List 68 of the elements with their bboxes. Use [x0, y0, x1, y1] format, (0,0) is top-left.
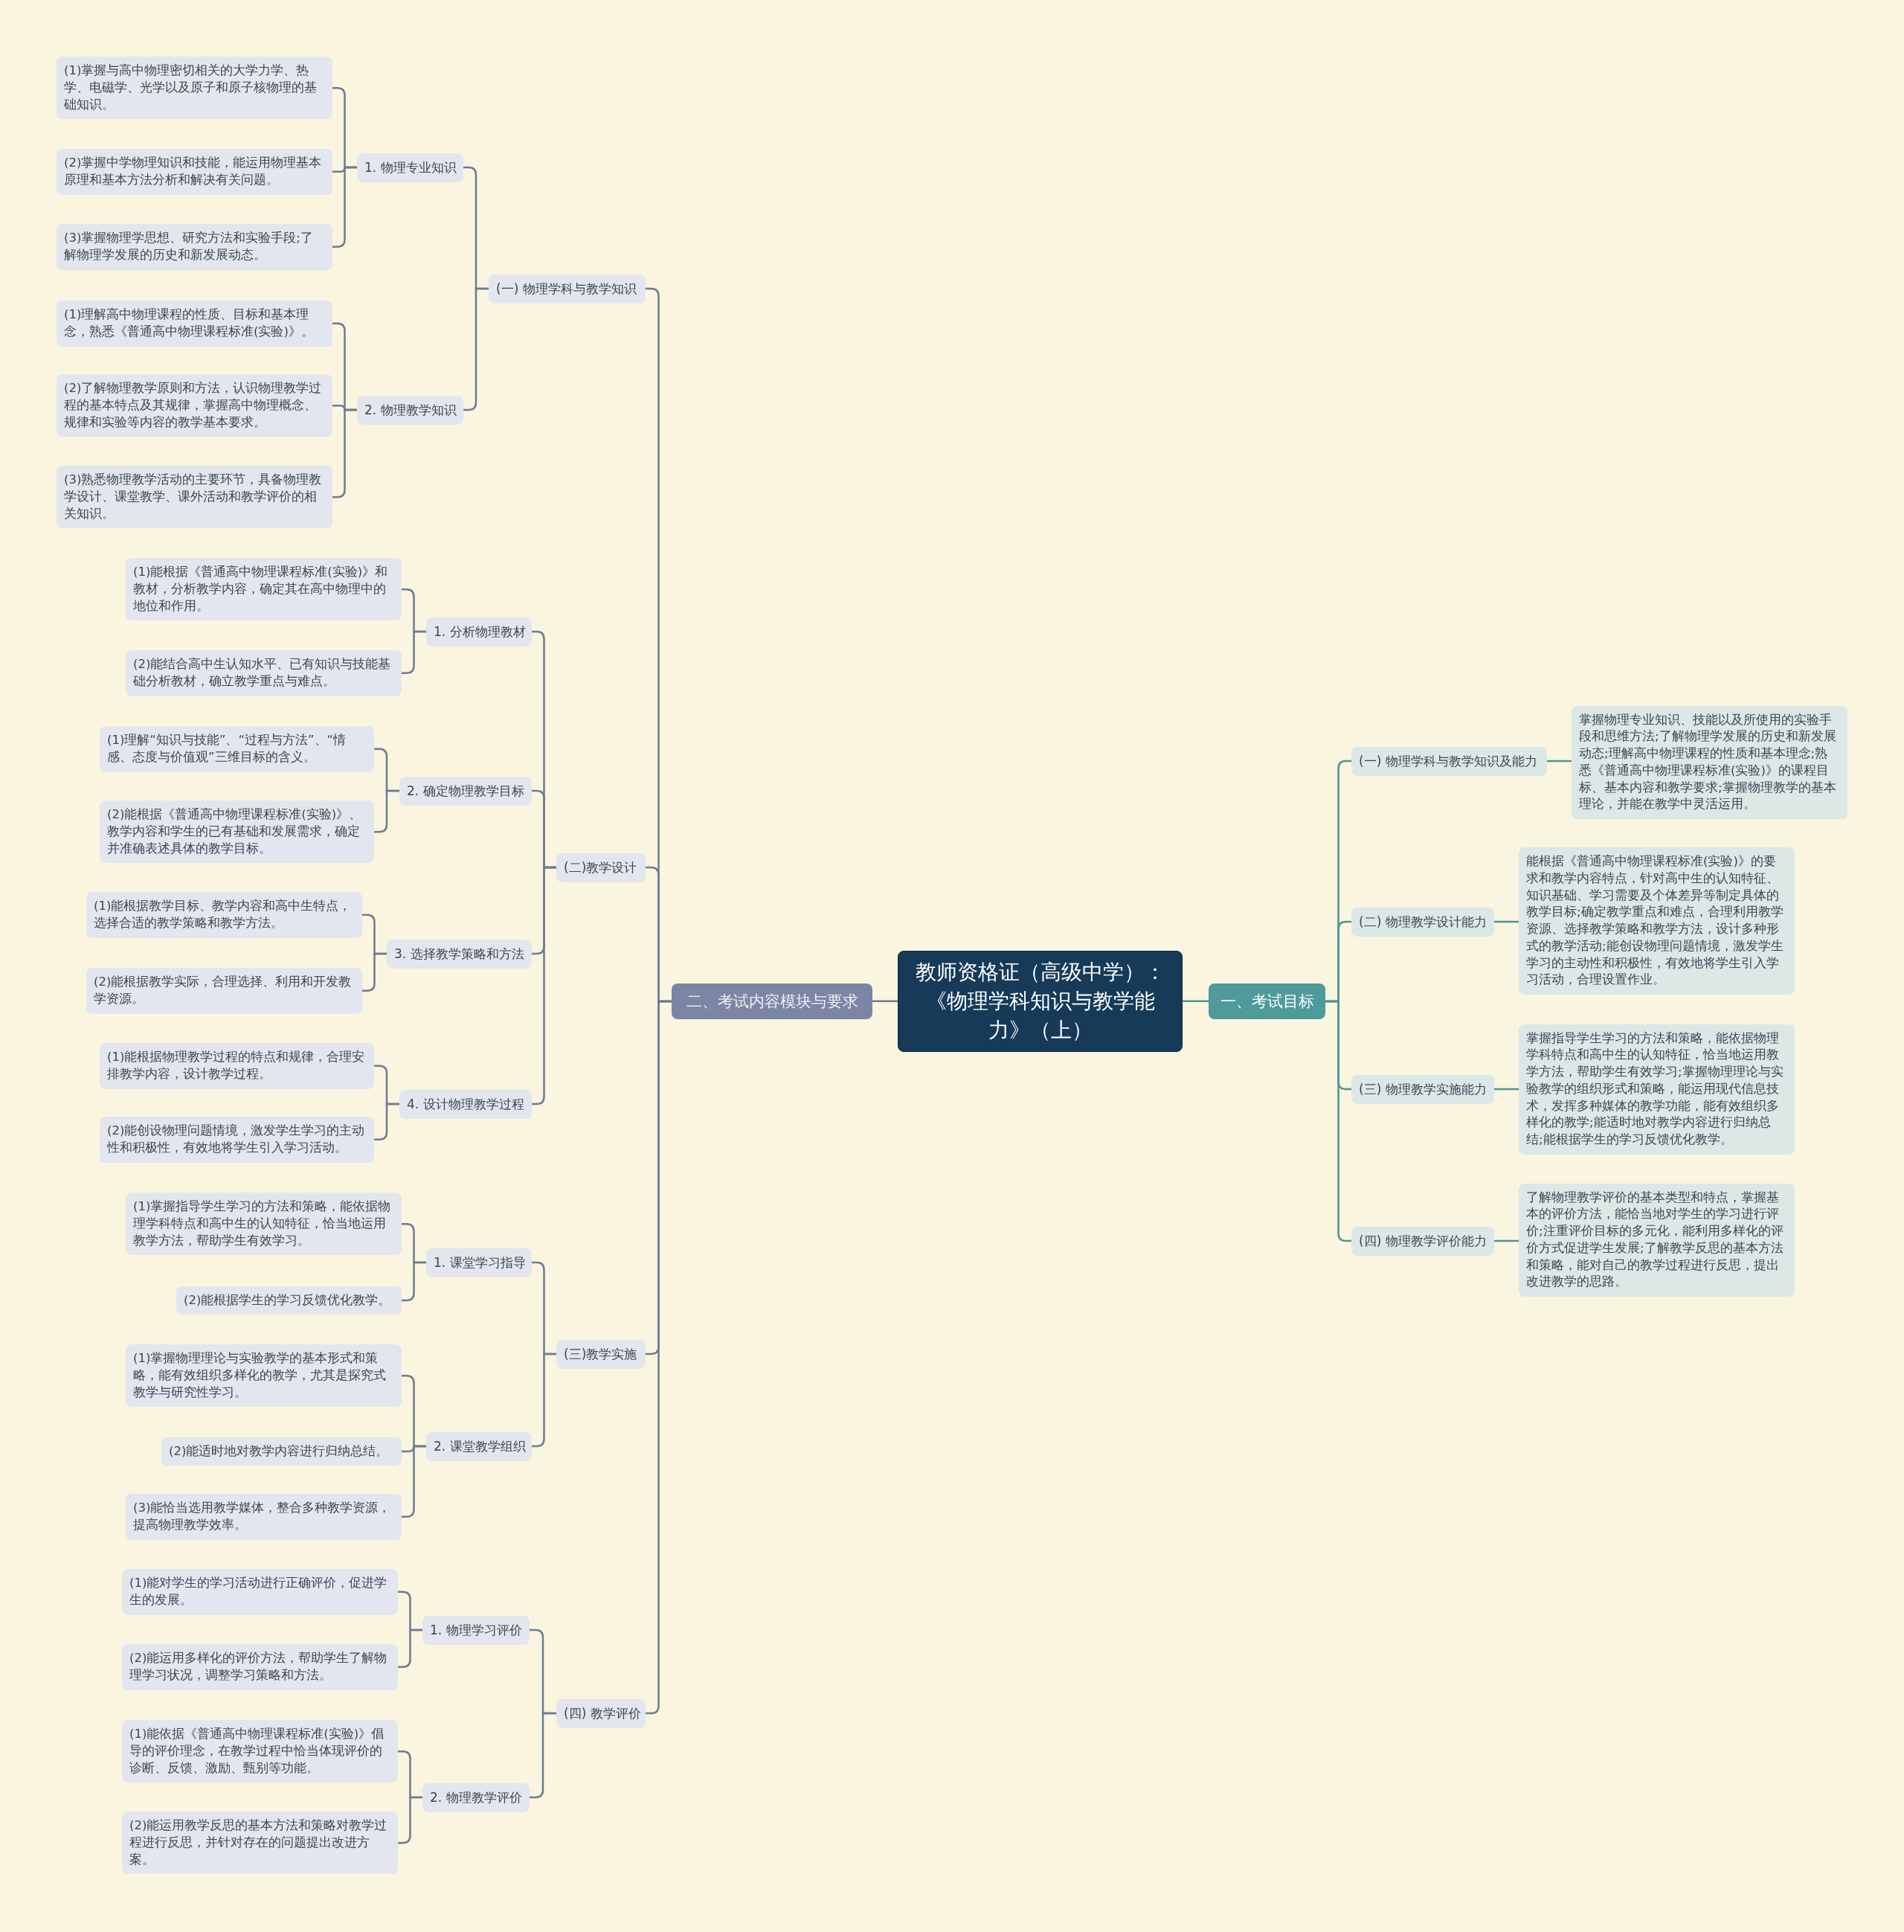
detail-note: (1)理解“知识与技能”、“过程与方法”、“情感、态度与价值观”三维目标的含义。 [100, 726, 374, 772]
subtopic: (四) 物理教学评价能力 [1351, 1226, 1494, 1256]
subtopic: 1. 课堂学习指导 [426, 1248, 532, 1277]
connector-line [1494, 1239, 1519, 1242]
detail-note: (3)能恰当选用教学媒体，整合多种教学资源，提高物理教学效率。 [126, 1494, 402, 1540]
central-topic: 教师资格证（高级中学）：《物理学科知识与教学能力》（上） [898, 951, 1183, 1052]
detail-note: (2)能结合高中生认知水平、已有知识与技能基础分析教材，确立教学重点与难点。 [126, 650, 402, 696]
connector-line [532, 1352, 556, 1448]
connector-line [532, 866, 556, 1105]
detail-note: (1)能根据物理教学过程的特点和规律，合理安排教学内容，设计教学过程。 [100, 1043, 374, 1089]
detail-note: (1)能依据《普通高中物理课程标准(实验)》倡导的评价理念，在教学过程中恰当体现评价的诊断、反馈、激励、甄别等功能。 [122, 1720, 398, 1783]
detail-note: 了解物理教学评价的基本类型和特点，掌握基本的评价方法，能恰当地对学生的学习进行评价;注重评价目标的多元化，能利用多样化的评价方式促进学生发展;了解教学反思的基本方法和策略，能对自己的教学过程进行反思，提出改进教学的思路。 [1519, 1183, 1795, 1297]
subtopic: (一) 物理学科与教学知识及能力 [1351, 746, 1547, 776]
connector-line [1494, 920, 1519, 923]
subtopic: 3. 选择教学策略和方法 [387, 939, 532, 969]
connector-line [332, 166, 357, 248]
detail-note: (2)掌握中学物理知识和技能，能运用物理基本原理和基本方法分析和解决有关问题。 [57, 149, 332, 195]
detail-note: (2)能创设物理问题情境，激发学生学习的主动性和积极性，有效地将学生引入学习活动。 [100, 1117, 374, 1163]
connector-line [645, 1000, 672, 1715]
detail-note: (3)掌握物理学思想、研究方法和实验手段;了解物理学发展的历史和新发展动态。 [57, 224, 332, 270]
subtopic: (四) 教学评价 [556, 1698, 646, 1728]
connector-line [402, 630, 426, 674]
branch-topic: 一、考试目标 [1209, 983, 1325, 1019]
detail-note: (1)掌握物理理论与实验教学的基本形式和策略，能有效组织多样化的教学，尤其是探究式教学与研究性学习。 [126, 1344, 402, 1408]
connector-line [530, 1712, 556, 1799]
connector-line [1183, 1000, 1209, 1003]
detail-note: 掌握物理专业知识、技能以及所使用的实验手段和思维方法;了解物理学发展的历史和新发展动态;理解高中物理课程的性质和基本理念;熟悉《普通高中物理课程标准(实验)》的课程目标、基本内容和教学要求;掌握物理教学的基本理论，并能在教学中灵活运用。 [1572, 705, 1847, 820]
detail-note: (2)能根据教学实际，合理选择、利用和开发教学资源。 [86, 968, 362, 1014]
detail-note: (3)熟悉物理教学活动的主要环节，具备物理教学设计、课堂教学、课外活动和教学评价的相关知识。 [57, 466, 332, 529]
detail-note: (1)能根据《普通高中物理课程标准(实验)》和教材，分析教学内容，确定其在高中物理中的地位和作用。 [126, 558, 402, 621]
detail-note: (1)理解高中物理课程的性质、目标和基本理念，熟悉《普通高中物理课程标准(实验)》。 [57, 301, 332, 347]
connector-line [398, 1628, 422, 1668]
connector-line [1325, 1000, 1351, 1242]
subtopic: 4. 设计物理教学过程 [399, 1089, 532, 1119]
detail-note: (1)掌握与高中物理密切相关的大学力学、热学、电磁学、光学以及原子和原子核物理的基础知识。 [57, 57, 332, 120]
connector-line [332, 408, 357, 498]
connector-line [374, 1103, 399, 1140]
detail-note: (2)能根据学生的学习反馈优化教学。 [176, 1286, 402, 1315]
connector-line [872, 1000, 898, 1003]
subtopic: 1. 物理学习评价 [422, 1615, 530, 1645]
detail-note: (2)能适时地对教学内容进行归纳总结。 [161, 1437, 402, 1466]
detail-note: (2)能根据《普通高中物理课程标准(实验)》、教学内容和学生的已有基础和发展需求，确定并准确表述具体的教学目标。 [100, 800, 374, 864]
branch-topic: 二、考试内容模块与要求 [672, 983, 872, 1019]
detail-note: (2)能运用教学反思的基本方法和策略对教学过程进行反思，并针对存在的问题提出改进方案。 [122, 1811, 398, 1875]
connector-line [362, 952, 387, 992]
subtopic: 1. 分析物理教材 [426, 617, 532, 646]
connector-line [402, 1261, 426, 1302]
detail-note: (1)掌握指导学生学习的方法和策略，能依据物理学科特点和高中生的认知特征，恰当地运用教学方法，帮助学生有效学习。 [126, 1193, 402, 1256]
subtopic: 2. 课堂教学组织 [426, 1431, 532, 1461]
subtopic: 2. 物理教学知识 [357, 395, 463, 425]
connector-line [1547, 760, 1572, 763]
connector-line [398, 1796, 422, 1844]
detail-note: (1)能根据教学目标、教学内容和高中生特点，选择合适的教学策略和教学方法。 [86, 892, 362, 938]
subtopic: (二) 物理教学设计能力 [1351, 907, 1494, 937]
subtopic: 1. 物理专业知识 [357, 153, 463, 182]
detail-note: 能根据《普通高中物理课程标准(实验)》的要求和教学内容特点，针对高中生的认知特征、知识基础、学习需要及个体差异等制定具体的教学目标;确定教学重点和难点，合理利用教学资源、选择教学策略和教学方法，设计多种形式的教学活动;能创设物理问题情境，激发学生学习的主动性和积极性，有效地将学生引入学习活动，合理设置作业。 [1519, 847, 1795, 995]
subtopic: (一) 物理学科与教学知识 [489, 274, 646, 304]
subtopic: 2. 物理教学评价 [422, 1782, 530, 1812]
subtopic: (二)教学设计 [556, 853, 646, 882]
subtopic: (三) 物理教学实施能力 [1351, 1074, 1494, 1104]
connector-line [402, 1445, 426, 1518]
subtopic: 2. 确定物理教学目标 [399, 776, 532, 806]
subtopic: (三)教学实施 [556, 1339, 646, 1369]
connector-line [1494, 1088, 1519, 1091]
detail-note: (2)了解物理教学原则和方法，认识物理教学过程的基本特点及其规律，掌握高中物理概念、规律和实验等内容的教学基本要求。 [57, 374, 332, 437]
detail-note: (1)能对学生的学习活动进行正确评价，促进学生的发展。 [122, 1569, 398, 1615]
detail-note: (2)能运用多样化的评价方法，帮助学生了解物理学习状况，调整学习策略和方法。 [122, 1644, 398, 1690]
detail-note: 掌握指导学生学习的方法和策略，能依据物理学科特点和高中生的认知特征，恰当地运用教学方法，帮助学生有效学习;掌握物理理论与实验教学的组织形式和策略，能运用现代信息技术，发挥多种媒体的教学功能，能有效组织多样化的教学;能适时地对教学内容进行归纳总结;能根据学生的学习反馈优化教学。 [1519, 1024, 1795, 1155]
